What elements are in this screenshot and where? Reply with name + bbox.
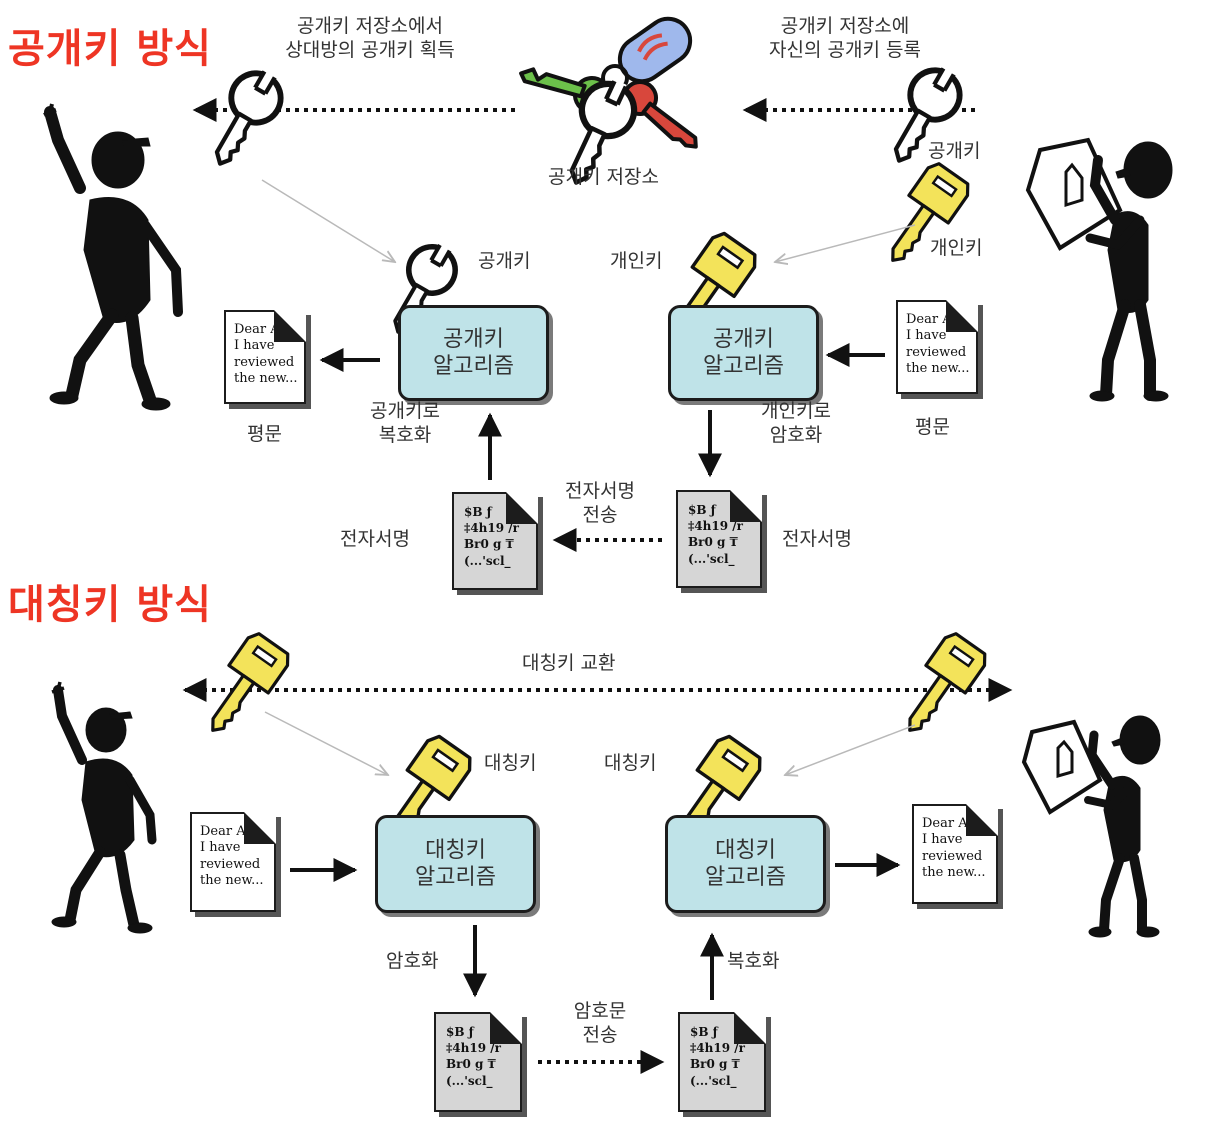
acquired-public-key-icon <box>196 60 292 175</box>
plaintext-label-right: 평문 <box>915 416 950 438</box>
right-private-key-label: 개인키 <box>930 237 983 259</box>
receiver-figure-icon <box>1025 137 1173 402</box>
right-public-key-label: 공개키 <box>928 140 981 162</box>
symmetric-key-icon <box>191 628 295 746</box>
encrypt-label: 암호화 <box>386 950 439 972</box>
signature-label-left: 전자서명 <box>340 528 410 550</box>
sender-figure-icon <box>51 681 157 934</box>
left-key-label: 공개키 <box>478 250 531 272</box>
symmetric-key-label-left: 대칭키 <box>484 752 537 774</box>
symmetric-key-icon <box>888 628 992 746</box>
key-store-label: 공개키 저장소 <box>548 166 659 188</box>
keyring-icon <box>519 16 698 193</box>
plaintext-label-left: 평문 <box>247 423 282 445</box>
key-exchange-label: 대칭키 교환 <box>522 652 616 674</box>
signature-label-right: 전자서명 <box>782 528 852 550</box>
right-key-label: 개인키 <box>610 250 663 272</box>
sender-figure-icon <box>43 103 183 411</box>
symmetric-key-label-right: 대칭키 <box>604 752 657 774</box>
receiver-figure-icon <box>1021 715 1161 938</box>
symmetric-key-section-title: 대칭키 방식 <box>8 582 212 628</box>
decrypt-label: 복호화 <box>727 950 780 972</box>
public-key-section-title: 공개키 방식 <box>8 26 212 72</box>
